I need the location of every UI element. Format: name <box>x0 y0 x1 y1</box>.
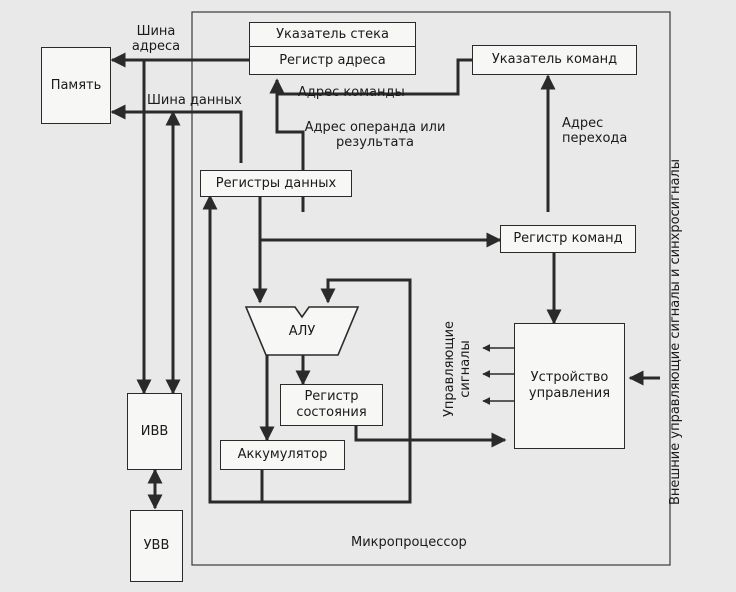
status-register-block: Регистр состояния <box>280 384 383 426</box>
control-signals-label: Управляющие сигналы <box>442 320 473 418</box>
status-to-control <box>354 426 507 448</box>
accumulator-to-data-registers <box>202 194 264 504</box>
jump-address-label: Адрес перехода <box>562 116 628 146</box>
instruction-register-block: Регистр команд <box>500 225 636 253</box>
alu-label: АЛУ <box>288 324 316 339</box>
operand-address-label: Адрес операнда или результата <box>304 120 446 150</box>
stack-pointer-block: Указатель стека <box>249 22 416 47</box>
alu-feedback-loop <box>262 278 412 504</box>
io-interface-block: ИВВ <box>127 393 182 470</box>
microprocessor-boundary <box>191 11 671 566</box>
address-register-block: Регистр адреса <box>249 46 416 75</box>
microprocessor-label: Микропроцессор <box>351 535 467 550</box>
data-registers-block: Регистры данных <box>200 170 352 197</box>
external-signals-label: Внешние управляющие сигналы и синхросигн… <box>668 159 683 505</box>
address-bus-label: Шина адреса <box>131 24 181 54</box>
accumulator-block: Аккумулятор <box>220 440 345 470</box>
memory-block: Память <box>41 47 111 124</box>
control-unit-block: Устройство управления <box>514 323 625 449</box>
data-bus-line <box>110 104 243 163</box>
alu-shape <box>244 306 360 356</box>
io-device-block: УВВ <box>130 510 183 582</box>
data-bus-label: Шина данных <box>147 93 242 108</box>
instruction-pointer-block: Указатель команд <box>472 45 637 75</box>
instruction-address-label: Адрес команды <box>298 85 405 100</box>
data-to-instruction-register <box>258 197 502 248</box>
